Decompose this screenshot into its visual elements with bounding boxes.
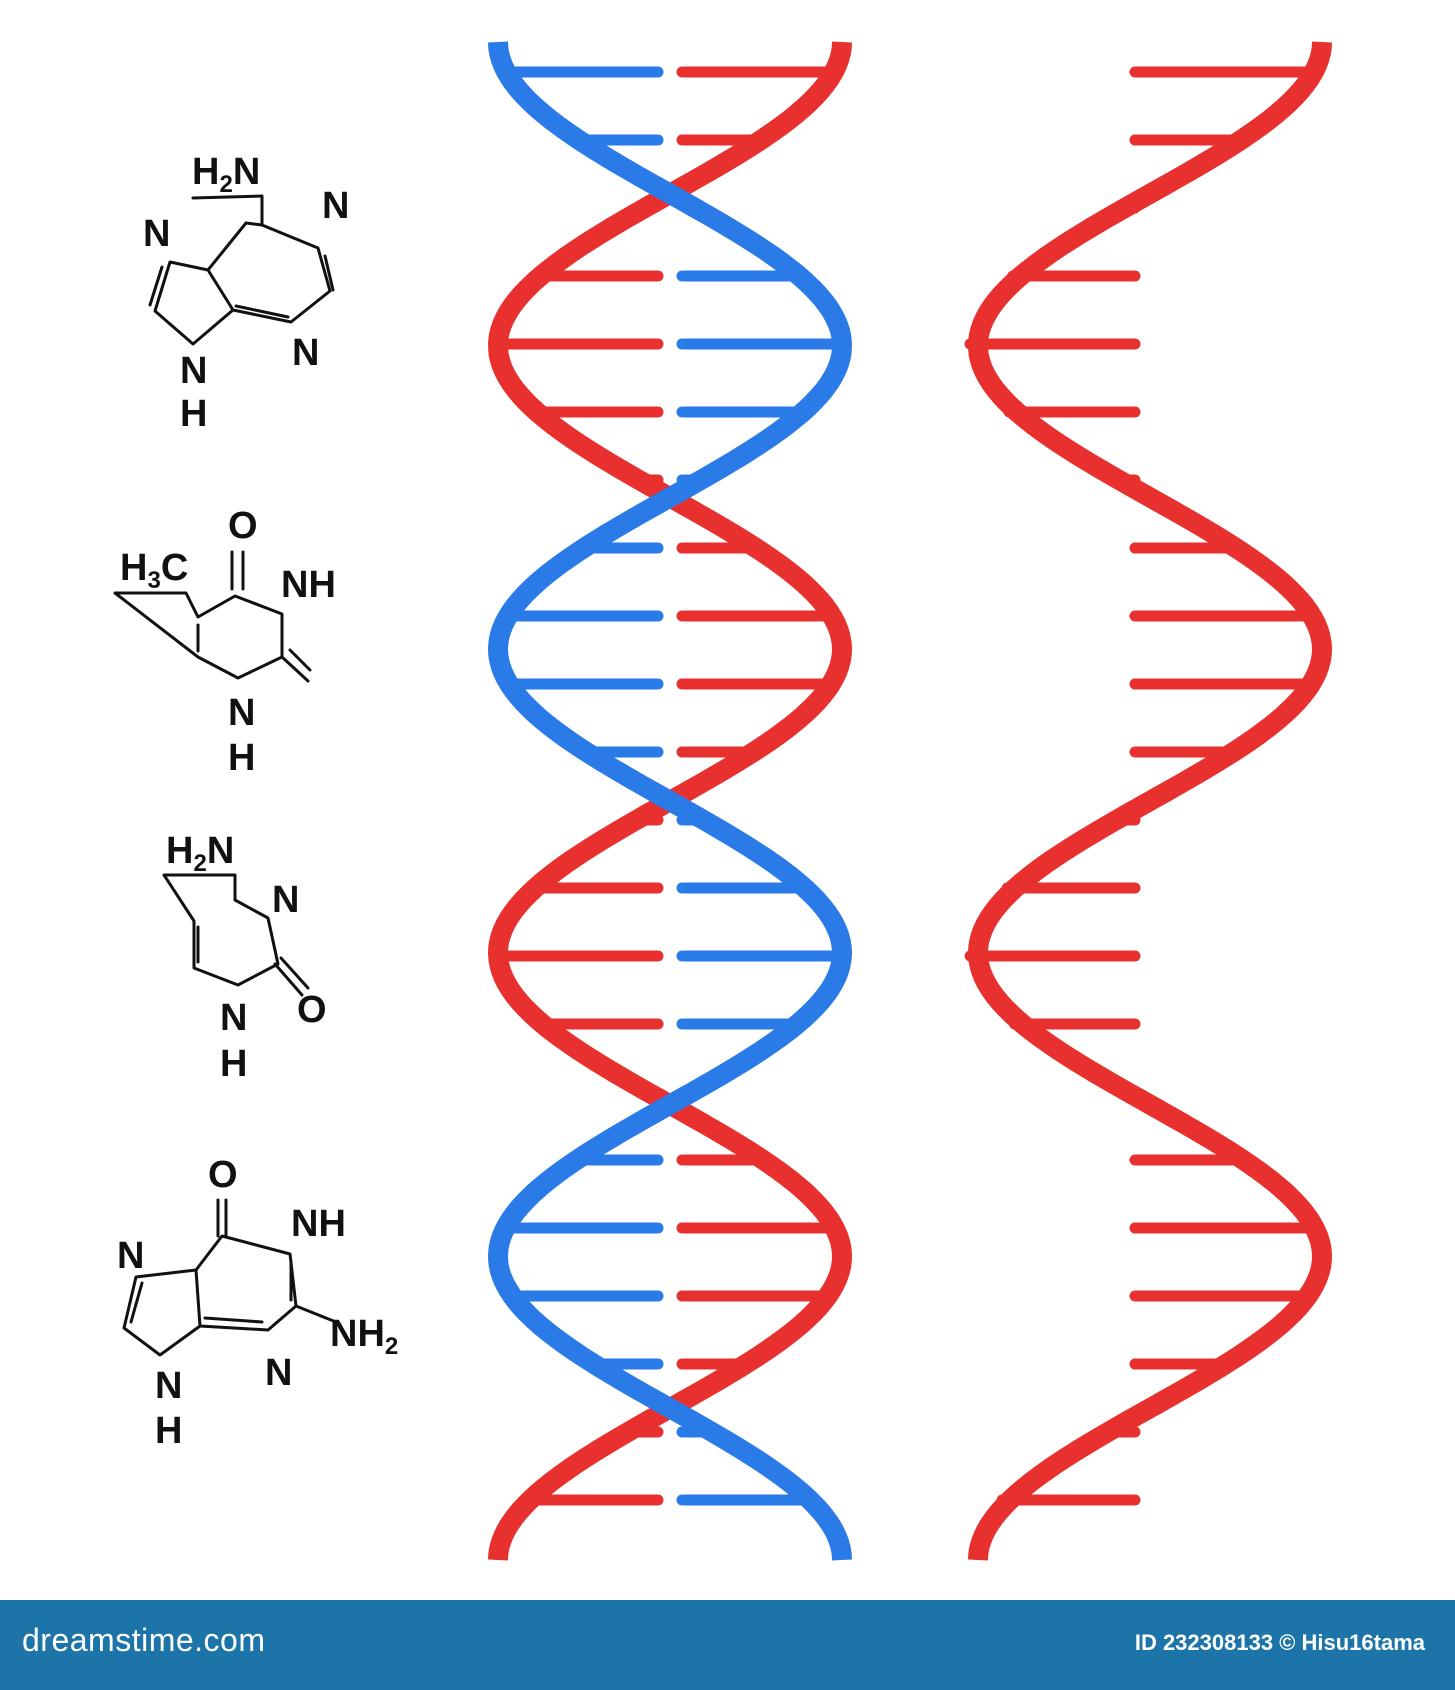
footer-bar: dreamstime.com ID 232308133 © Hisu16tama: [0, 1600, 1455, 1690]
cytosine-amine-label: H2N: [166, 830, 234, 877]
adenine-nh-h-label: H: [180, 393, 207, 435]
adenine-n-label: N: [143, 213, 170, 255]
thymine-methyl-label: H3C: [120, 547, 188, 594]
guanine-o-label: O: [208, 1154, 238, 1196]
adenine-amine-label: H2N: [192, 151, 260, 198]
guanine-amine-label: NH2: [330, 1313, 398, 1360]
adenine-n-label: N: [292, 332, 319, 374]
single-strand-backbone: [968, 38, 1332, 1564]
adenine-n-label: N: [322, 185, 349, 227]
adenine-nh-n-label: N: [180, 350, 207, 392]
guanine-nh-n-label: N: [155, 1365, 182, 1407]
cytosine-n-label: N: [272, 879, 299, 921]
guanine-n-label: N: [265, 1352, 292, 1394]
site-watermark: dreamstime.com: [22, 1622, 266, 1658]
thymine-nh-h-label: H: [228, 737, 255, 779]
cytosine-nh-h-label: H: [220, 1043, 247, 1085]
thymine-nh-n-label: N: [228, 692, 255, 734]
blue-backbone-strand: [488, 38, 852, 1564]
guanine-nh-label: NH: [291, 1203, 346, 1245]
thymine-o-label: O: [228, 505, 258, 547]
thymine-structure: O H3C NH N H: [113, 505, 336, 779]
guanine-nh-h-label: H: [155, 1410, 182, 1452]
cytosine-nh-n-label: N: [220, 997, 247, 1039]
adenine-structure: H2N N N N N H: [143, 151, 349, 435]
dna-helices: [488, 38, 1332, 1564]
image-credit: ID 232308133 © Hisu16tama: [1134, 1630, 1425, 1655]
cytosine-o-label: O: [297, 989, 327, 1031]
cytosine-structure: H2N N O N H: [162, 830, 327, 1085]
thymine-nh-label: NH: [281, 564, 336, 606]
guanine-structure: O NH N NH2 N N H: [117, 1154, 398, 1452]
guanine-n-label: N: [117, 1235, 144, 1277]
